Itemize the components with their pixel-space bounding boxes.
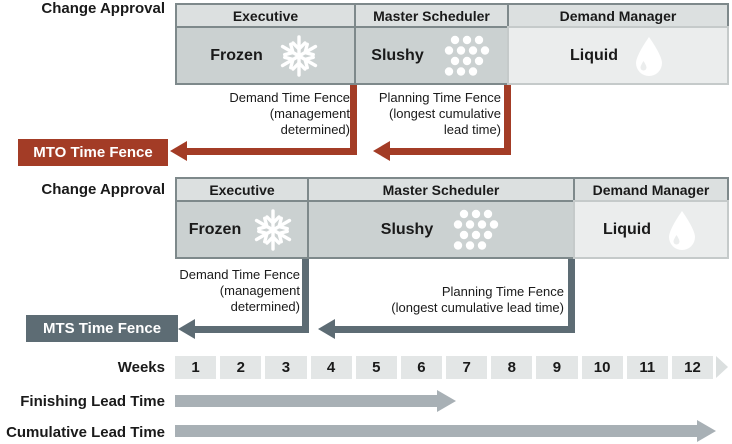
- mts-change-approval-label: Change Approval: [41, 181, 165, 198]
- week-cell: 9: [536, 356, 578, 379]
- droplet-icon: [665, 209, 699, 251]
- finishing-lead-time-bar: [175, 395, 437, 407]
- mts-zone-slushy: Slushy: [307, 200, 575, 259]
- mts-demand-fence-arrow-shaft: [194, 326, 309, 333]
- mts-planning-fence-line: [568, 259, 575, 333]
- mts-demand-fence-line: [302, 259, 309, 333]
- week-cell: 10: [581, 356, 623, 379]
- weeks-scale: 1 2 3 4 5 6 7 8 9 10 11 12: [175, 356, 714, 379]
- mto-zone-frozen-label: Frozen: [210, 46, 263, 64]
- mto-header-master-scheduler-label: Master Scheduler: [373, 7, 490, 24]
- mts-zone-liquid-label: Liquid: [603, 220, 651, 238]
- week-cell: 12: [671, 356, 714, 379]
- week-cell: 3: [265, 356, 307, 379]
- weeks-label: Weeks: [117, 359, 165, 376]
- week-cell: 5: [355, 356, 397, 379]
- finishing-lead-time-label: Finishing Lead Time: [20, 393, 165, 410]
- mts-header-demand-manager: Demand Manager: [573, 177, 729, 202]
- mts-zone-frozen-label: Frozen: [188, 220, 242, 238]
- mto-planning-time-fence-note: Planning Time Fence (longest cumulative …: [378, 90, 501, 137]
- mto-planning-fence-arrowhead-icon: [373, 141, 390, 161]
- mto-zone-liquid-label: Liquid: [570, 46, 618, 64]
- mto-header-master-scheduler: Master Scheduler: [354, 3, 509, 28]
- mto-time-fence-badge: MTO Time Fence: [18, 139, 168, 166]
- week-cell: 7: [446, 356, 488, 379]
- mto-demand-fence-arrowhead-icon: [170, 141, 187, 161]
- mts-header-executive-label: Executive: [209, 181, 275, 198]
- finishing-lead-time-arrowhead-icon: [437, 390, 456, 412]
- mto-header-executive: Executive: [175, 3, 356, 28]
- mto-zone-frozen: Frozen: [175, 26, 356, 85]
- week-cell: 8: [491, 356, 533, 379]
- mts-header-demand-manager-label: Demand Manager: [592, 181, 710, 198]
- slush-dots-icon: [438, 34, 492, 78]
- week-cell: 1: [175, 356, 217, 379]
- slush-dots-icon: [447, 208, 501, 252]
- mts-header-master-scheduler-label: Master Scheduler: [382, 181, 500, 198]
- mto-demand-fence-arrow-shaft: [186, 148, 357, 155]
- week-cell: 2: [220, 356, 262, 379]
- mto-zone-slushy: Slushy: [354, 26, 509, 85]
- mts-zone-liquid: Liquid: [573, 200, 729, 259]
- cumulative-lead-time-bar: [175, 425, 697, 437]
- mts-planning-time-fence-note: Planning Time Fence (longest cumulative …: [391, 284, 564, 315]
- weeks-continue-chevron-icon: [716, 356, 728, 378]
- mts-zone-slushy-label: Slushy: [380, 220, 434, 238]
- mto-change-approval-label: Change Approval: [41, 0, 165, 17]
- week-cell: 11: [626, 356, 668, 379]
- week-cell: 6: [400, 356, 443, 379]
- mts-planning-fence-arrowhead-icon: [318, 319, 335, 339]
- mts-demand-time-fence-note: Demand Time Fence (management determined…: [179, 267, 300, 314]
- mts-time-fence-badge: MTS Time Fence: [26, 315, 178, 342]
- mto-demand-time-fence-note: Demand Time Fence (management determined…: [229, 90, 350, 137]
- mto-planning-fence-arrow-shaft: [389, 148, 511, 155]
- week-cell: 4: [310, 356, 352, 379]
- mto-planning-fence-line: [504, 85, 511, 155]
- mts-header-executive: Executive: [175, 177, 309, 202]
- cumulative-lead-time-arrowhead-icon: [697, 420, 716, 442]
- mto-zone-slushy-label: Slushy: [371, 46, 424, 64]
- mts-zone-frozen: Frozen: [175, 200, 309, 259]
- mto-header-executive-label: Executive: [232, 7, 299, 24]
- mts-demand-fence-arrowhead-icon: [178, 319, 195, 339]
- mto-demand-fence-line: [350, 85, 357, 155]
- mto-header-demand-manager-label: Demand Manager: [559, 7, 677, 24]
- mts-planning-fence-arrow-shaft: [334, 326, 575, 333]
- cumulative-lead-time-label: Cumulative Lead Time: [6, 424, 165, 441]
- mto-zone-liquid: Liquid: [507, 26, 729, 85]
- mto-header-demand-manager: Demand Manager: [507, 3, 729, 28]
- snowflake-icon: [277, 33, 321, 79]
- mts-header-master-scheduler: Master Scheduler: [307, 177, 575, 202]
- droplet-icon: [632, 35, 666, 77]
- snowflake-icon: [251, 207, 295, 253]
